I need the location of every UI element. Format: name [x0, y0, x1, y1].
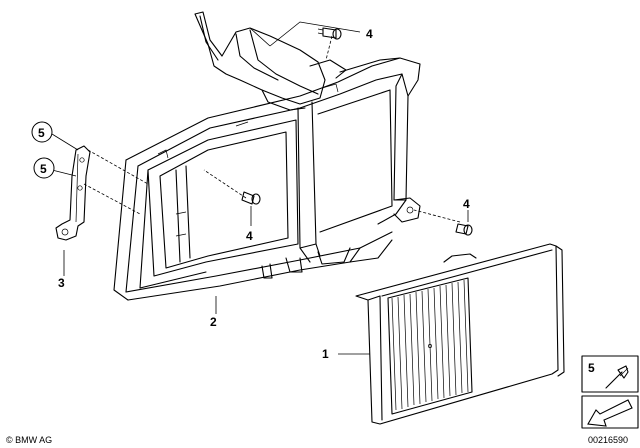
screw-top	[317, 27, 342, 40]
callout-filter: 1	[322, 347, 329, 361]
rivet-icon	[605, 365, 629, 389]
callout-rivet-upper: 5	[38, 126, 45, 140]
rivet-upper-circle	[31, 121, 53, 143]
filter-cartridge	[355, 243, 565, 425]
callout-screw-right: 4	[463, 197, 470, 211]
callout-bracket: 3	[58, 276, 65, 290]
copyright-text: © BMW AG	[6, 435, 52, 445]
arrow-box	[581, 395, 639, 429]
callout-screw-middle: 4	[246, 229, 253, 243]
leader-lines	[51, 21, 469, 355]
bracket-part	[55, 145, 91, 241]
drawing-number: 00216590	[588, 435, 628, 445]
legend-rivet-box: 5	[581, 355, 639, 393]
arrow-icon	[587, 399, 633, 427]
housing-frame	[113, 11, 421, 301]
callout-screw-top: 4	[366, 27, 373, 41]
rivet-lower-circle	[33, 157, 55, 179]
callout-rivet-lower: 5	[40, 162, 47, 176]
screw-middle	[241, 191, 261, 205]
legend-rivet-number: 5	[588, 361, 595, 375]
assembly-lines	[83, 35, 461, 223]
screw-right	[455, 223, 473, 236]
callout-housing: 2	[210, 315, 217, 329]
